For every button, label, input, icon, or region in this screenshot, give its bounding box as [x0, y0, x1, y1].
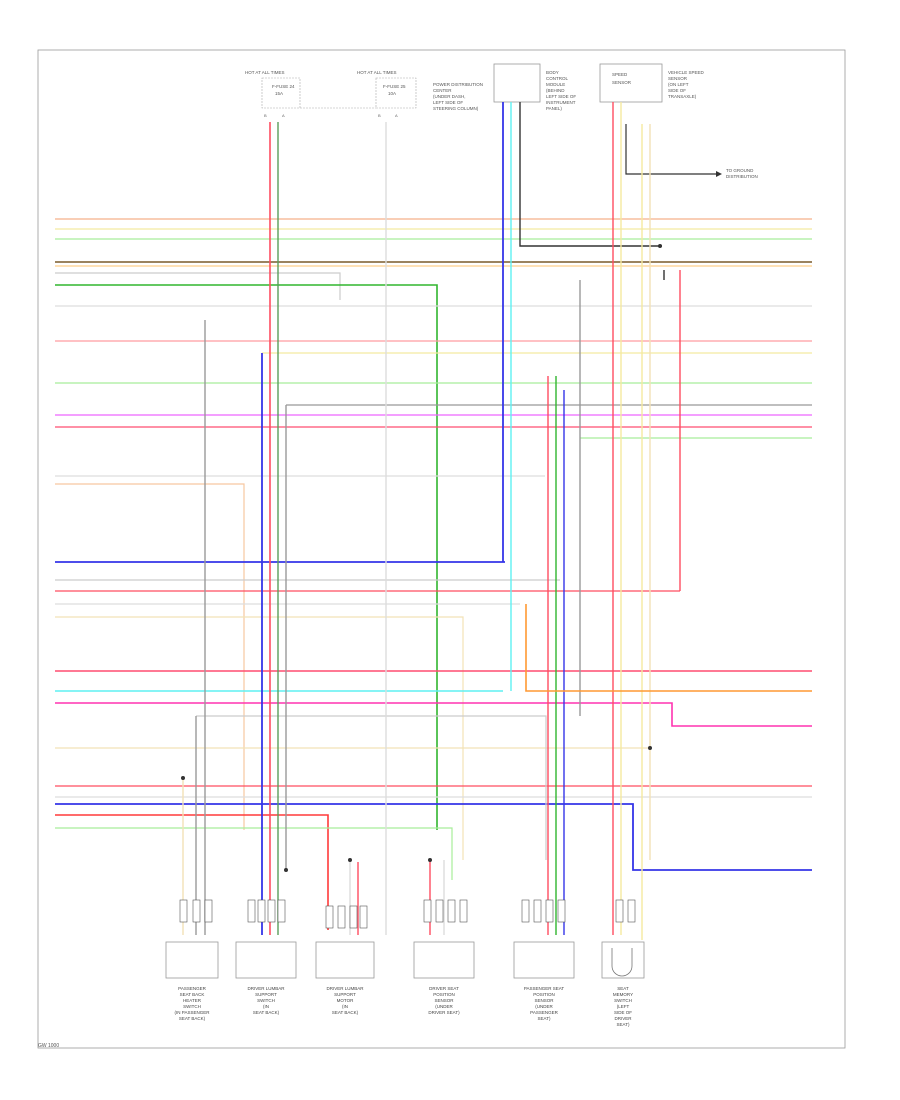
svg-text:HOT AT ALL TIMES: HOT AT ALL TIMES [245, 70, 285, 75]
diagram-code: GW 1000 [38, 1043, 60, 1049]
driver-lumbar-switch-box [235, 941, 297, 979]
svg-text:INSTRUMENT: INSTRUMENT [546, 100, 576, 105]
fuse-25-component: HOT AT ALL TIMES F-FUSE 25 10A B A POWER … [300, 70, 483, 118]
svg-text:VEHICLE SPEED: VEHICLE SPEED [668, 70, 705, 75]
driver-seat-position-sensor-box [413, 941, 475, 979]
svg-text:A: A [395, 113, 398, 118]
bottom-components [165, 941, 645, 979]
svg-text:SPEED: SPEED [612, 72, 628, 77]
svg-text:F-FUSE 25: F-FUSE 25 [383, 84, 406, 89]
svg-text:CENTER: CENTER [433, 88, 452, 93]
svg-text:10A: 10A [388, 91, 396, 96]
connector-pins [179, 899, 636, 929]
svg-text:POWER DISTRIBUTION: POWER DISTRIBUTION [433, 82, 483, 87]
svg-text:TO GROUND: TO GROUND [726, 168, 754, 173]
svg-text:LEFT SIDE OF: LEFT SIDE OF [433, 100, 463, 105]
svg-text:HOT AT ALL TIMES: HOT AT ALL TIMES [357, 70, 397, 75]
body-control-module-component: BODY CONTROL MODULE (BEHIND LEFT SIDE OF… [493, 63, 576, 111]
driver-lumbar-motor-box [315, 941, 375, 979]
passenger-seat-back-heater-switch-box [165, 941, 219, 979]
svg-text:(ON LEFT: (ON LEFT [668, 82, 689, 87]
svg-text:SENSOR: SENSOR [612, 80, 632, 85]
svg-text:CONTROL: CONTROL [546, 76, 568, 81]
svg-text:TRANSAXLE): TRANSAXLE) [668, 94, 697, 99]
passenger-seat-position-sensor-box [513, 941, 575, 979]
svg-text:DISTRIBUTION: DISTRIBUTION [726, 174, 758, 179]
svg-text:SIDE OF: SIDE OF [668, 88, 686, 93]
svg-text:(BEHIND: (BEHIND [546, 88, 565, 93]
svg-text:MODULE: MODULE [546, 82, 565, 87]
svg-text:BODY: BODY [546, 70, 559, 75]
svg-text:A: A [282, 113, 285, 118]
vertical-wires [182, 102, 812, 940]
svg-text:15A: 15A [275, 91, 283, 96]
seat-memory-switch-box [601, 941, 645, 979]
svg-text:F-FUSE 24: F-FUSE 24 [272, 84, 295, 89]
svg-text:SENSOR: SENSOR [668, 76, 688, 81]
svg-text:LEFT SIDE OF: LEFT SIDE OF [546, 94, 576, 99]
splice-points [181, 244, 662, 872]
svg-text:B: B [264, 113, 267, 118]
svg-text:B: B [378, 113, 381, 118]
vehicle-speed-sensor-component: SPEED SENSOR VEHICLE SPEED SENSOR (ON LE… [599, 63, 758, 179]
diagram-frame [37, 49, 846, 1049]
svg-text:PANEL): PANEL) [546, 106, 562, 111]
svg-text:(UNDER DASH,: (UNDER DASH, [433, 94, 466, 99]
fuse-24-component: HOT AT ALL TIMES F-FUSE 24 15A B A [245, 70, 301, 118]
horizontal-wires [55, 218, 812, 930]
svg-text:STEERING COLUMN): STEERING COLUMN) [433, 106, 479, 111]
